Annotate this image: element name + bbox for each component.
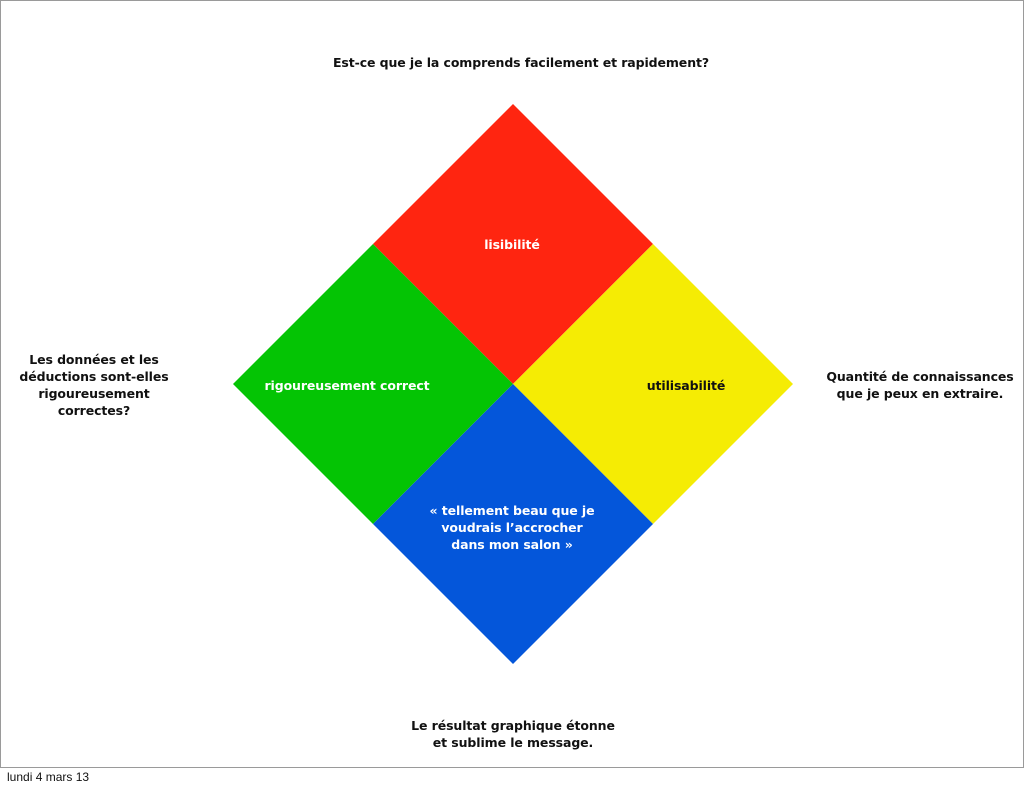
slide: lisibilité rigoureusement correct utilis…: [0, 0, 1024, 768]
quadrant-label-lisibilite: lisibilité: [484, 237, 540, 252]
quadrant-label-rigoureusement-correct: rigoureusement correct: [264, 378, 430, 393]
quadrant-label-utilisabilite: utilisabilité: [646, 378, 726, 393]
question-bottom: Le résultat graphique étonne et sublime …: [411, 718, 615, 750]
question-left: Les données et les déductions sont-elles…: [19, 352, 169, 418]
question-right: Quantité de connaissances que je peux en…: [826, 369, 1014, 401]
quadrant-beaute: [373, 384, 653, 664]
footer-date: lundi 4 mars 13: [7, 770, 90, 784]
question-top: Est-ce que je la comprends facilement et…: [332, 55, 710, 70]
quality-diamond: [233, 104, 793, 664]
quadrant-label-beaute: « tellement beau que je voudrais l’accro…: [429, 503, 595, 552]
